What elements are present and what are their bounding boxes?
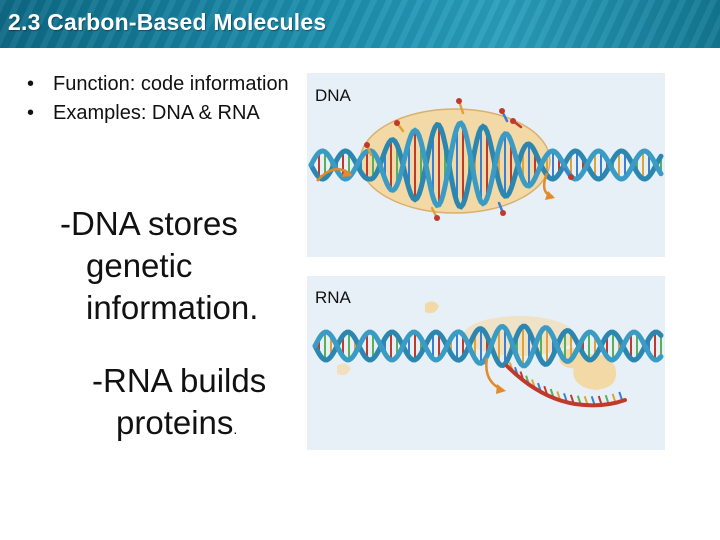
title-bar: 2.3 Carbon-Based Molecules (0, 0, 720, 48)
bullet-dot: • (27, 73, 35, 95)
arrowhead-transcription (496, 384, 506, 394)
dna-figure: DNA (307, 73, 665, 257)
arrowhead-left (342, 169, 352, 177)
bullet-function-text: Function: code information (53, 73, 289, 95)
arrowhead-right (545, 191, 555, 200)
free-nucleotides (364, 98, 574, 221)
dna-illustration: DNA (308, 86, 664, 221)
bullet-examples-text: Examples: DNA & RNA (53, 102, 260, 124)
rna-illustration: RNA (312, 288, 664, 408)
bullet-examples: • Examples: DNA & RNA (22, 101, 292, 126)
title-bar-texture (0, 0, 720, 48)
rna-figure: RNA (307, 276, 665, 450)
backbone-strand-1 (308, 121, 664, 210)
rna-label: RNA (315, 288, 352, 307)
backbone-strand-2 (312, 324, 664, 369)
dna-statement-line-2: genetic (86, 247, 193, 284)
rna-statement-period: . (233, 421, 238, 437)
dna-statement-line-3: information. (86, 289, 259, 326)
backbone-strand-1 (312, 323, 664, 368)
rna-statement-line-2: proteins. (116, 402, 237, 450)
slide-title: 2.3 Carbon-Based Molecules (8, 9, 327, 35)
enzyme-fragment (425, 301, 439, 314)
bullet-list: • Function: code information • Examples:… (22, 72, 292, 130)
rna-statement-word: proteins (116, 404, 234, 441)
bullet-dot: • (27, 102, 35, 124)
bullet-function: • Function: code information (22, 72, 292, 97)
rna-statement-line-1: -RNA builds (92, 362, 267, 399)
dna-statement-line-1: -DNA stores (60, 205, 238, 242)
dna-label: DNA (315, 86, 352, 105)
mrna-strand (505, 364, 627, 408)
enzyme-fragment-2 (337, 363, 351, 376)
